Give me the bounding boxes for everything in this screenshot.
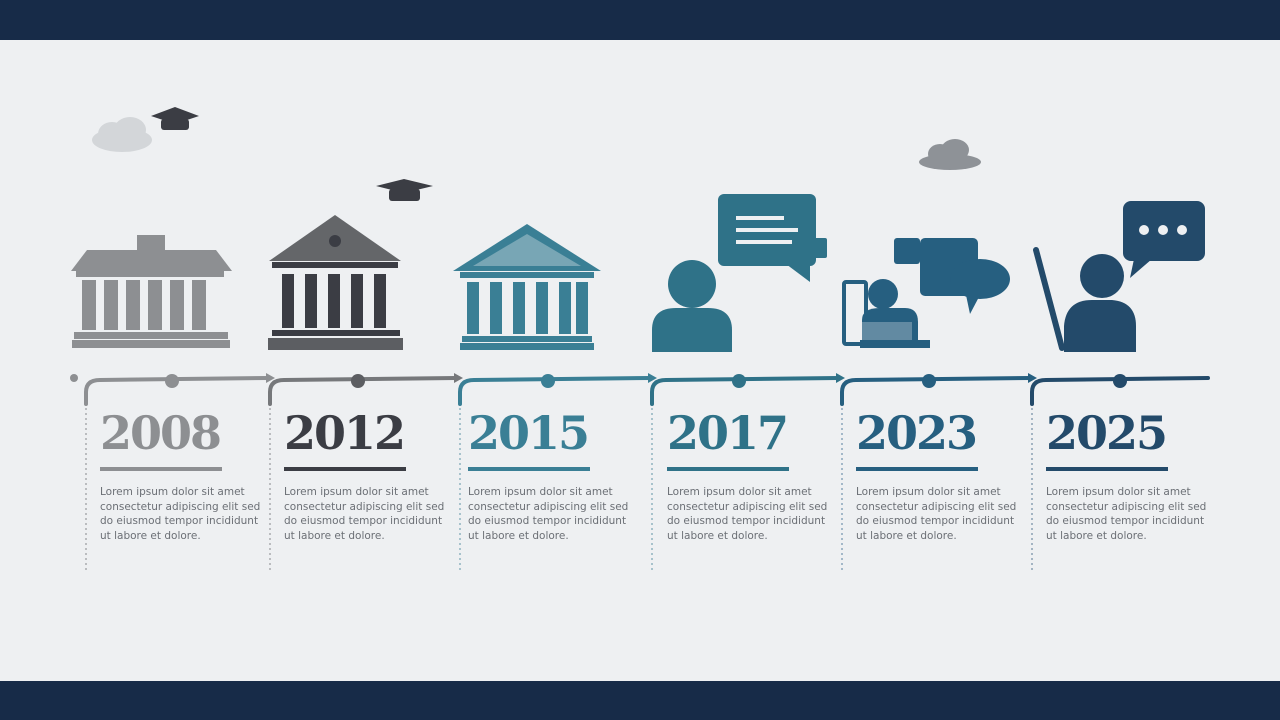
year-underline: [100, 467, 222, 471]
year-label: 2008: [100, 406, 222, 460]
year-label: 2015: [468, 406, 590, 460]
graduation-cap-icon: [376, 179, 433, 201]
classical-building-icon: [453, 224, 601, 350]
cloud-icon: [92, 117, 152, 152]
timeline-entry-2025: 2025 Lorem ipsum dolor sit amet consecte…: [1046, 405, 1226, 543]
entry-description: Lorem ipsum dolor sit amet consectetur a…: [468, 486, 629, 542]
year-label: 2025: [1046, 406, 1168, 460]
person-presenting-chat-icon: [1033, 201, 1205, 352]
timeline-node: [165, 374, 1127, 388]
cloud-icon: [919, 139, 981, 170]
timeline-entry-2008: 2008 Lorem ipsum dolor sit amet consecte…: [100, 405, 280, 543]
classical-building-icon: [268, 215, 403, 350]
person-laptop-chat-icon: [842, 238, 1010, 348]
timeline-connector: [268, 376, 458, 406]
entry-description: Lorem ipsum dolor sit amet consectetur a…: [1046, 486, 1207, 542]
graduation-cap-icon: [151, 107, 199, 130]
timeline-entry-2017: 2017 Lorem ipsum dolor sit amet consecte…: [667, 405, 847, 543]
year-label: 2012: [284, 406, 406, 460]
timeline-connector: [650, 376, 840, 406]
entry-description: Lorem ipsum dolor sit amet consectetur a…: [100, 486, 261, 542]
entry-description: Lorem ipsum dolor sit amet consectetur a…: [667, 486, 828, 542]
timeline-connector: [458, 376, 652, 406]
year-underline: [667, 467, 789, 471]
bottom-frame-band: [0, 681, 1280, 720]
timeline-connector: [1030, 376, 1210, 406]
timeline-connector: [840, 376, 1032, 406]
timeline-connector: [84, 376, 270, 406]
year-label: 2023: [856, 406, 978, 460]
timeline-entry-2012: 2012 Lorem ipsum dolor sit amet consecte…: [284, 405, 464, 543]
year-underline: [1046, 467, 1168, 471]
classical-building-icon: [71, 235, 232, 348]
year-underline: [284, 467, 406, 471]
year-underline: [468, 467, 590, 471]
person-speech-bubble-icon: [652, 194, 827, 352]
top-frame-band: [0, 0, 1280, 40]
entry-description: Lorem ipsum dolor sit amet consectetur a…: [284, 486, 445, 542]
year-label: 2017: [667, 406, 789, 460]
timeline-entry-2015: 2015 Lorem ipsum dolor sit amet consecte…: [468, 405, 648, 543]
year-underline: [856, 467, 978, 471]
timeline-entry-2023: 2023 Lorem ipsum dolor sit amet consecte…: [856, 405, 1036, 543]
entry-description: Lorem ipsum dolor sit amet consectetur a…: [856, 486, 1017, 542]
